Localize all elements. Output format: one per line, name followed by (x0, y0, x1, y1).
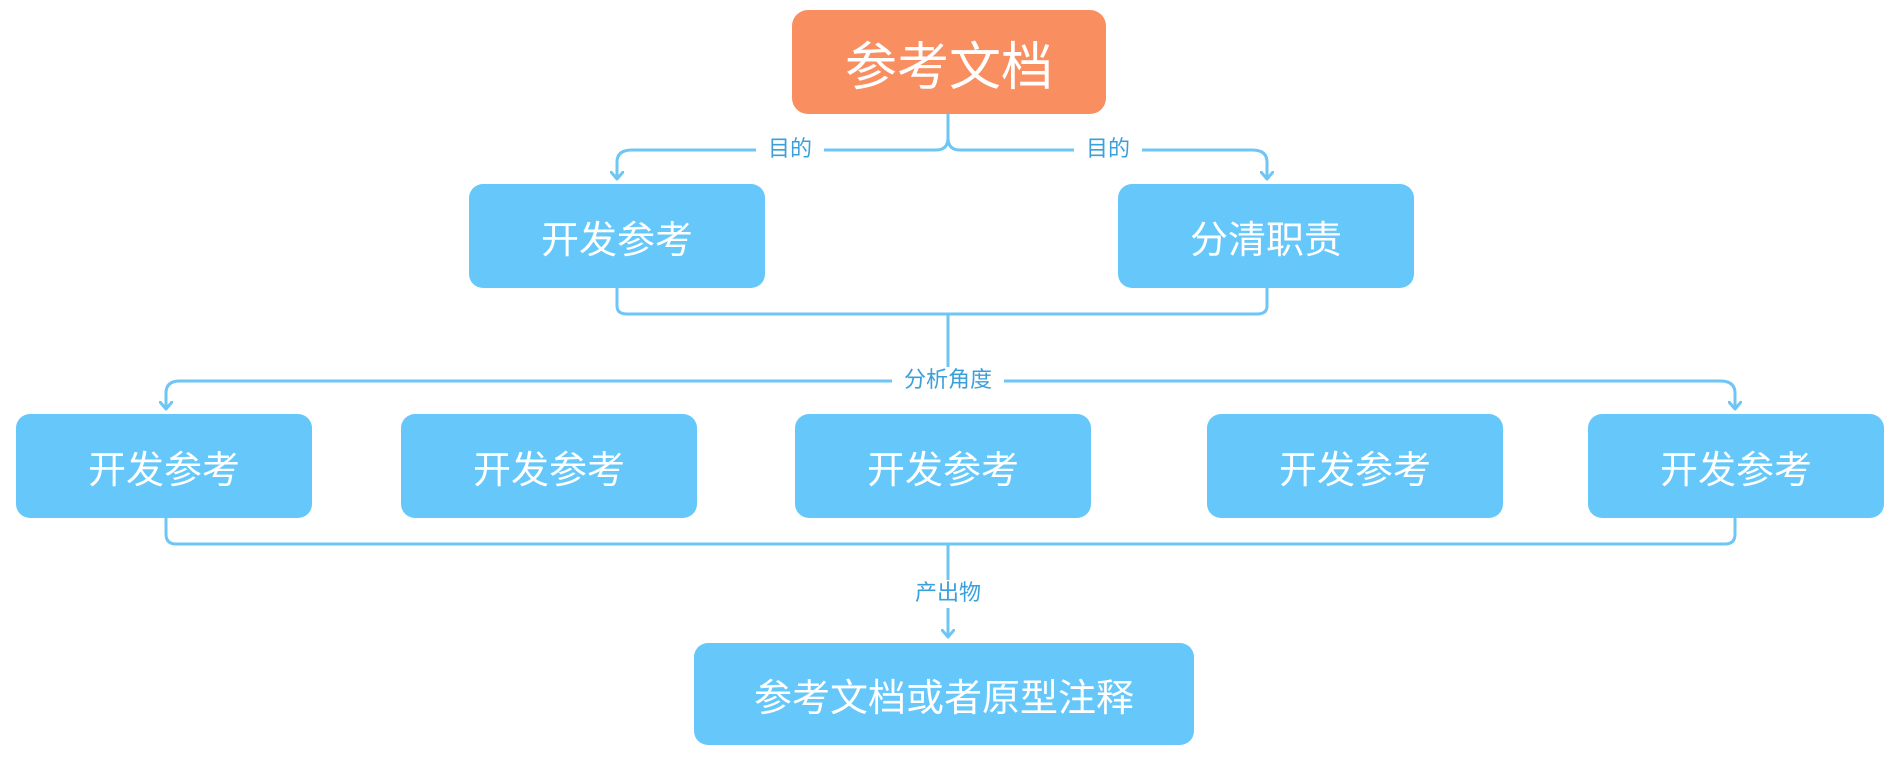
edge-label-output: 产出物 (902, 580, 994, 608)
edge-angle-bus-right (948, 379, 1735, 408)
edge-purpose-merge (615, 288, 1269, 316)
edge-label-purpose-left: 目的 (755, 136, 825, 164)
purpose-node-label: 分清职责 (1189, 217, 1342, 262)
edge-label-purpose-right: 目的 (1073, 136, 1143, 164)
root-node[interactable]: 参考文档 (792, 10, 1106, 114)
purpose-node-label: 开发参考 (540, 217, 693, 262)
edge-label-analysis-angle: 分析角度 (891, 367, 1005, 395)
edge-angle-merge (164, 518, 1737, 546)
angle-node-2[interactable]: 开发参考 (401, 414, 697, 518)
angle-node-label: 开发参考 (87, 447, 240, 492)
angle-node-label: 开发参考 (1659, 447, 1812, 492)
purpose-node-clarify-duties[interactable]: 分清职责 (1118, 184, 1414, 288)
angle-node-5[interactable]: 开发参考 (1588, 414, 1884, 518)
root-node-label: 参考文档 (844, 37, 1053, 98)
edge-angle-bus-left (166, 379, 948, 408)
output-node[interactable]: 参考文档或者原型注释 (694, 643, 1194, 745)
purpose-node-dev-reference[interactable]: 开发参考 (469, 184, 765, 288)
angle-node-3[interactable]: 开发参考 (795, 414, 1091, 518)
angle-node-label: 开发参考 (866, 447, 1019, 492)
angle-node-1[interactable]: 开发参考 (16, 414, 312, 518)
angle-node-label: 开发参考 (1278, 447, 1431, 492)
output-node-label: 参考文档或者原型注释 (753, 675, 1134, 720)
angle-node-label: 开发参考 (472, 447, 625, 492)
angle-node-4[interactable]: 开发参考 (1207, 414, 1503, 518)
